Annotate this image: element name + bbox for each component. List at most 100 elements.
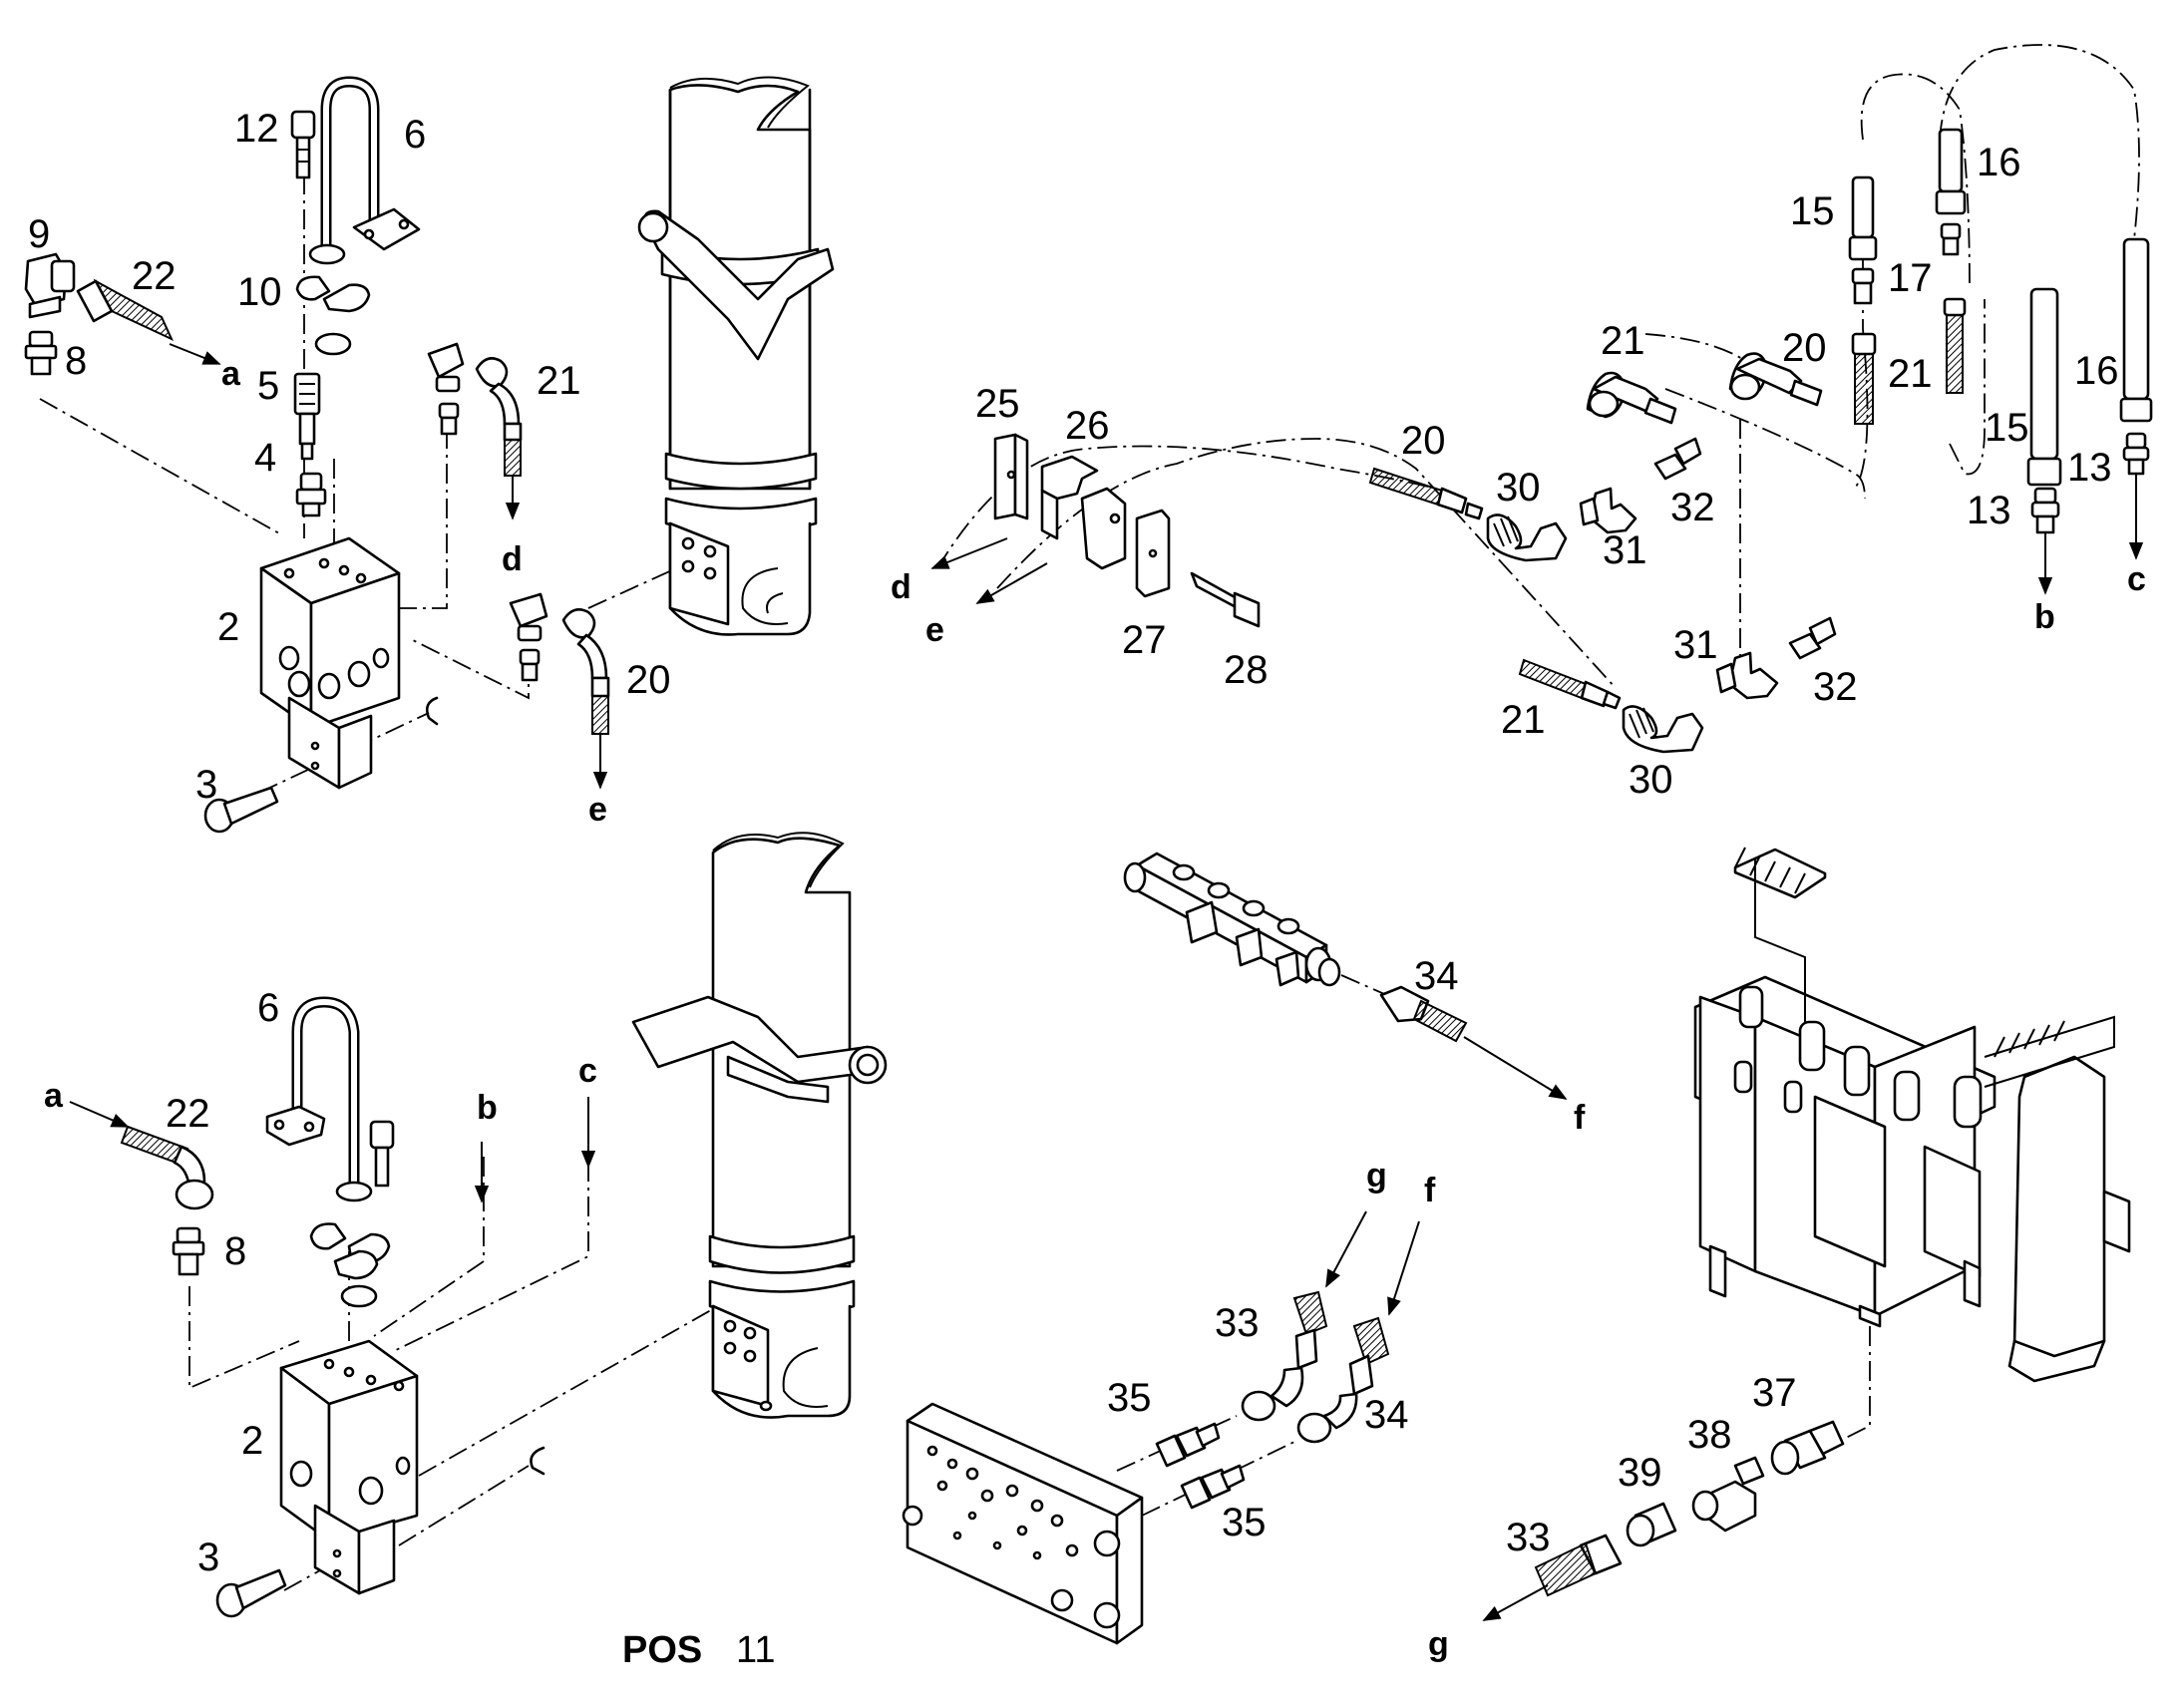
- label-8-bottom: 8: [224, 1229, 246, 1273]
- bottom-right-assembly: 34 f g f 33 35 34 35 37 38 39 33 g: [902, 847, 2131, 1663]
- fitting-8: [24, 330, 58, 376]
- pipe-16b: [2119, 237, 2153, 560]
- label-2-bottom: 2: [241, 1419, 263, 1463]
- label-21b: 21: [1501, 698, 1546, 742]
- letter-e-right: e: [925, 611, 944, 649]
- label-32a: 32: [1670, 486, 1715, 529]
- label-6: 6: [404, 113, 426, 157]
- elbow-30a: [1486, 513, 1568, 562]
- pipe-15a: [1848, 175, 1878, 261]
- label-39: 39: [1618, 1451, 1662, 1495]
- pipe-6: [308, 76, 421, 265]
- label-20a: 20: [1401, 419, 1446, 463]
- valve-caps: [1733, 985, 1983, 1129]
- hose-21: [475, 357, 523, 520]
- clamp-10: [295, 275, 371, 356]
- label-32b: 32: [1813, 665, 1858, 709]
- label-26: 26: [1065, 404, 1110, 448]
- label-21: 21: [537, 359, 581, 403]
- label-20b: 20: [1782, 326, 1827, 370]
- valve-block-2: [259, 536, 439, 790]
- label-30b: 30: [1629, 758, 1673, 802]
- valve-block-2-bottom: [279, 1339, 545, 1595]
- fitting-35b: [1180, 1464, 1246, 1510]
- fitting-17: [1851, 267, 1877, 425]
- sensor-5: [293, 372, 321, 461]
- label-2: 2: [217, 605, 239, 649]
- label-13a: 13: [1967, 489, 2011, 532]
- label-28: 28: [1224, 648, 1269, 692]
- label-33a: 33: [1215, 1301, 1260, 1345]
- letter-f2: f: [1424, 1172, 1436, 1209]
- label-27: 27: [1122, 618, 1167, 662]
- label-30a: 30: [1496, 466, 1541, 510]
- clamp-bottom: [309, 1222, 391, 1308]
- top-left-assembly: 12 6 9 22 10 8 a 5 4 21 d 2 20 3 e: [24, 76, 699, 834]
- elbow-20-fitting: [509, 592, 548, 682]
- fitting-35a: [1155, 1422, 1221, 1468]
- hose-20b: [1728, 352, 1823, 407]
- letter-g2: g: [1428, 1625, 1449, 1663]
- label-20: 20: [626, 658, 671, 702]
- adapter-39: [1626, 1502, 1677, 1547]
- hose-22-bottom: [120, 1125, 214, 1210]
- top-right-assembly: 25 26 d e 27 28 20 30 31 32 21 21 30 31 …: [891, 44, 2153, 802]
- label-9: 9: [28, 212, 50, 256]
- label-34a: 34: [1414, 954, 1459, 998]
- pos-text: POS: [622, 1629, 702, 1671]
- bolt-3-bottom: [215, 1568, 287, 1618]
- elbow-30b: [1622, 705, 1704, 754]
- pos-number: 11: [736, 1629, 775, 1671]
- label-16b: 16: [2074, 349, 2119, 393]
- label-3: 3: [195, 763, 217, 807]
- label-31a: 31: [1603, 528, 1647, 572]
- label-25: 25: [975, 382, 1020, 426]
- label-4: 4: [254, 436, 276, 480]
- label-37: 37: [1752, 1371, 1797, 1415]
- letter-a-bottom: a: [44, 1077, 64, 1115]
- fitting-37: [1770, 1420, 1845, 1476]
- hose-20: [561, 608, 610, 790]
- label-6-bottom: 6: [257, 986, 279, 1030]
- fitting-32a: [1653, 437, 1702, 481]
- letter-e: e: [588, 791, 607, 829]
- hose-22: [76, 278, 221, 365]
- letter-d: d: [502, 540, 523, 578]
- label-12: 12: [234, 107, 279, 151]
- pipe-16a: [1935, 128, 1967, 256]
- hose-21b: [1518, 658, 1622, 710]
- cylinder-bottom: [631, 832, 888, 1419]
- hose-21a: [1586, 371, 1677, 425]
- label-5: 5: [257, 364, 279, 408]
- bolt-12: [290, 110, 316, 179]
- block-27: [1135, 509, 1171, 598]
- elbow-38: [1691, 1456, 1765, 1533]
- letter-c-bottom: c: [578, 1052, 597, 1090]
- label-3-bottom: 3: [197, 1536, 219, 1579]
- fitting-32b: [1788, 616, 1837, 660]
- clamp-26: [1040, 455, 1127, 570]
- letter-b: b: [2034, 598, 2055, 636]
- label-13b: 13: [2067, 446, 2112, 490]
- elbow-9: [24, 252, 76, 319]
- cylinder-top: [637, 76, 835, 636]
- elbow-21-fitting: [427, 342, 465, 436]
- label-38: 38: [1687, 1413, 1732, 1457]
- fitting-4: [295, 472, 327, 517]
- label-21c: 21: [1888, 352, 1933, 396]
- fitting-8-bottom: [172, 1226, 205, 1276]
- label-35b: 35: [1222, 1501, 1267, 1544]
- hose-33-lower: [1241, 1290, 1328, 1422]
- plate-holes: [926, 1445, 1079, 1560]
- pipe-6-bottom: [265, 996, 373, 1202]
- label-21a: 21: [1601, 319, 1645, 363]
- label-15a: 15: [1790, 189, 1835, 233]
- letter-a: a: [221, 355, 241, 393]
- bottom-left-assembly: 6 a 22 b c 8 2 3: [44, 986, 719, 1618]
- label-22: 22: [132, 254, 177, 298]
- bolt-bottom: [369, 1120, 395, 1188]
- bolt-3: [203, 786, 279, 834]
- letter-f: f: [1574, 1099, 1586, 1137]
- position-label: POS 11: [622, 1629, 775, 1671]
